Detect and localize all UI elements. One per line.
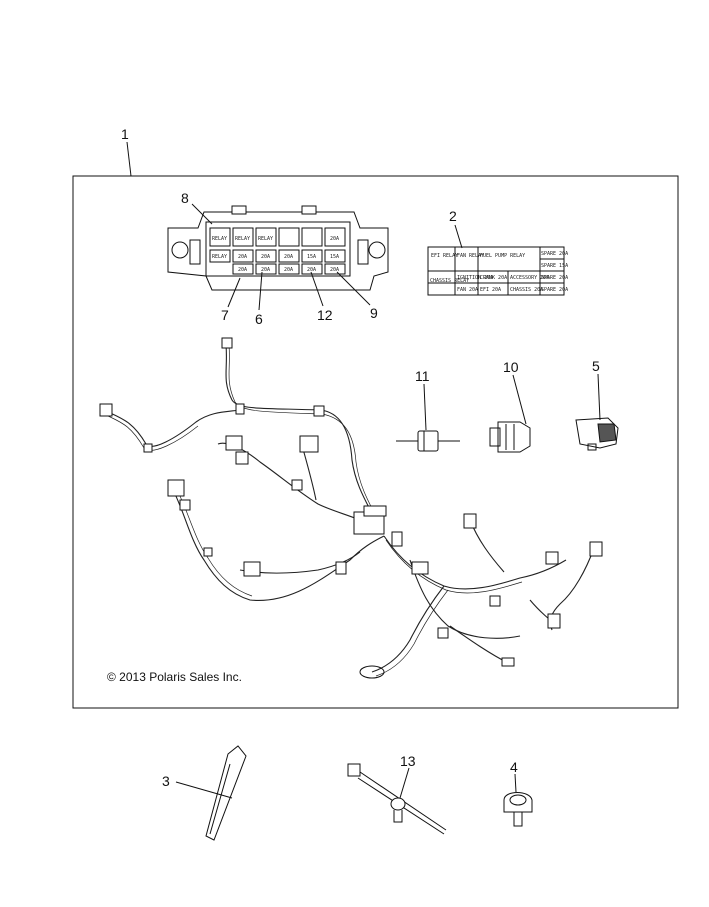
callout-11: 11 — [415, 368, 430, 384]
diode — [396, 430, 460, 452]
svg-text:20A: 20A — [330, 236, 339, 242]
fuse-row-top: RELAY RELAY RELAY 20A — [209, 227, 346, 247]
leader-7 — [227, 277, 241, 308]
callout-4: 4 — [510, 759, 518, 775]
leader-6 — [258, 271, 263, 311]
leader-4 — [514, 773, 517, 793]
svg-text:ACCESSORY 20A: ACCESSORY 20A — [510, 275, 549, 281]
svg-text:RELAY: RELAY — [212, 236, 227, 242]
callout-7: 7 — [221, 307, 229, 323]
svg-text:RELAY: RELAY — [258, 236, 273, 242]
kit-border — [72, 175, 679, 709]
callout-13: 13 — [400, 753, 416, 769]
svg-text:FAN 20A: FAN 20A — [457, 287, 478, 293]
svg-text:FAN RELAY: FAN RELAY — [457, 253, 484, 259]
svg-text:EFI RELAY: EFI RELAY — [431, 253, 458, 259]
callout-10: 10 — [503, 359, 519, 375]
leader-3 — [175, 781, 233, 799]
svg-text:20A: 20A — [238, 267, 247, 273]
svg-text:RELAY: RELAY — [212, 254, 227, 260]
fir-tree-cable-tie — [347, 763, 447, 835]
connector-plug — [575, 417, 619, 451]
leader-5 — [597, 373, 601, 421]
callout-8: 8 — [181, 190, 189, 206]
svg-text:20A: 20A — [307, 267, 316, 273]
fuse-label-decal: EFI RELAY FAN RELAY FUEL PUMP RELAY CHAS… — [427, 246, 568, 296]
svg-text:SPARE 15A: SPARE 15A — [541, 263, 568, 269]
copyright-text: © 2013 Polaris Sales Inc. — [107, 670, 242, 684]
svg-text:20A: 20A — [284, 254, 293, 260]
cable-tie — [205, 745, 247, 841]
callout-1: 1 — [121, 126, 129, 142]
svg-text:20A: 20A — [238, 254, 247, 260]
svg-text:15A: 15A — [307, 254, 316, 260]
leader-10 — [512, 374, 527, 425]
harness-clip — [503, 792, 533, 827]
fuse-box: RELAY RELAY RELAY 20A RELAY 20A 20A 20A … — [167, 205, 389, 291]
svg-text:EFI 20A: EFI 20A — [480, 287, 501, 293]
wiring-harness — [99, 337, 603, 679]
leader-1 — [126, 141, 132, 177]
svg-text:SPARE 20A: SPARE 20A — [541, 251, 568, 257]
svg-text:20A: 20A — [261, 254, 270, 260]
leader-2 — [454, 224, 463, 249]
leader-13 — [399, 767, 410, 799]
svg-text:SPARE 20A: SPARE 20A — [541, 287, 568, 293]
callout-12: 12 — [317, 307, 333, 323]
svg-text:CHASSIS 20A: CHASSIS 20A — [510, 287, 543, 293]
svg-text:RELAY: RELAY — [235, 236, 250, 242]
leader-12 — [310, 271, 324, 307]
leader-8 — [191, 203, 213, 225]
callout-3: 3 — [162, 773, 170, 789]
callout-6: 6 — [255, 311, 263, 327]
callout-2: 2 — [449, 208, 457, 224]
svg-text:15A: 15A — [330, 254, 339, 260]
svg-text:20A: 20A — [330, 267, 339, 273]
leader-11 — [423, 383, 427, 431]
svg-text:IGNITION 20A: IGNITION 20A — [457, 275, 493, 281]
svg-text:SPARE 20A: SPARE 20A — [541, 275, 568, 281]
callout-5: 5 — [592, 358, 600, 374]
fuse-row-middle: RELAY 20A 20A 20A 15A 15A — [209, 249, 346, 263]
leader-9 — [336, 271, 371, 306]
svg-text:CRANK 20A: CRANK 20A — [480, 275, 507, 281]
svg-text:20A: 20A — [284, 267, 293, 273]
svg-text:FUEL PUMP RELAY: FUEL PUMP RELAY — [480, 253, 525, 259]
svg-text:20A: 20A — [261, 267, 270, 273]
relay-connector — [489, 421, 531, 453]
callout-9: 9 — [370, 305, 378, 321]
svg-text:CHASSIS RELAY: CHASSIS RELAY — [430, 278, 469, 284]
